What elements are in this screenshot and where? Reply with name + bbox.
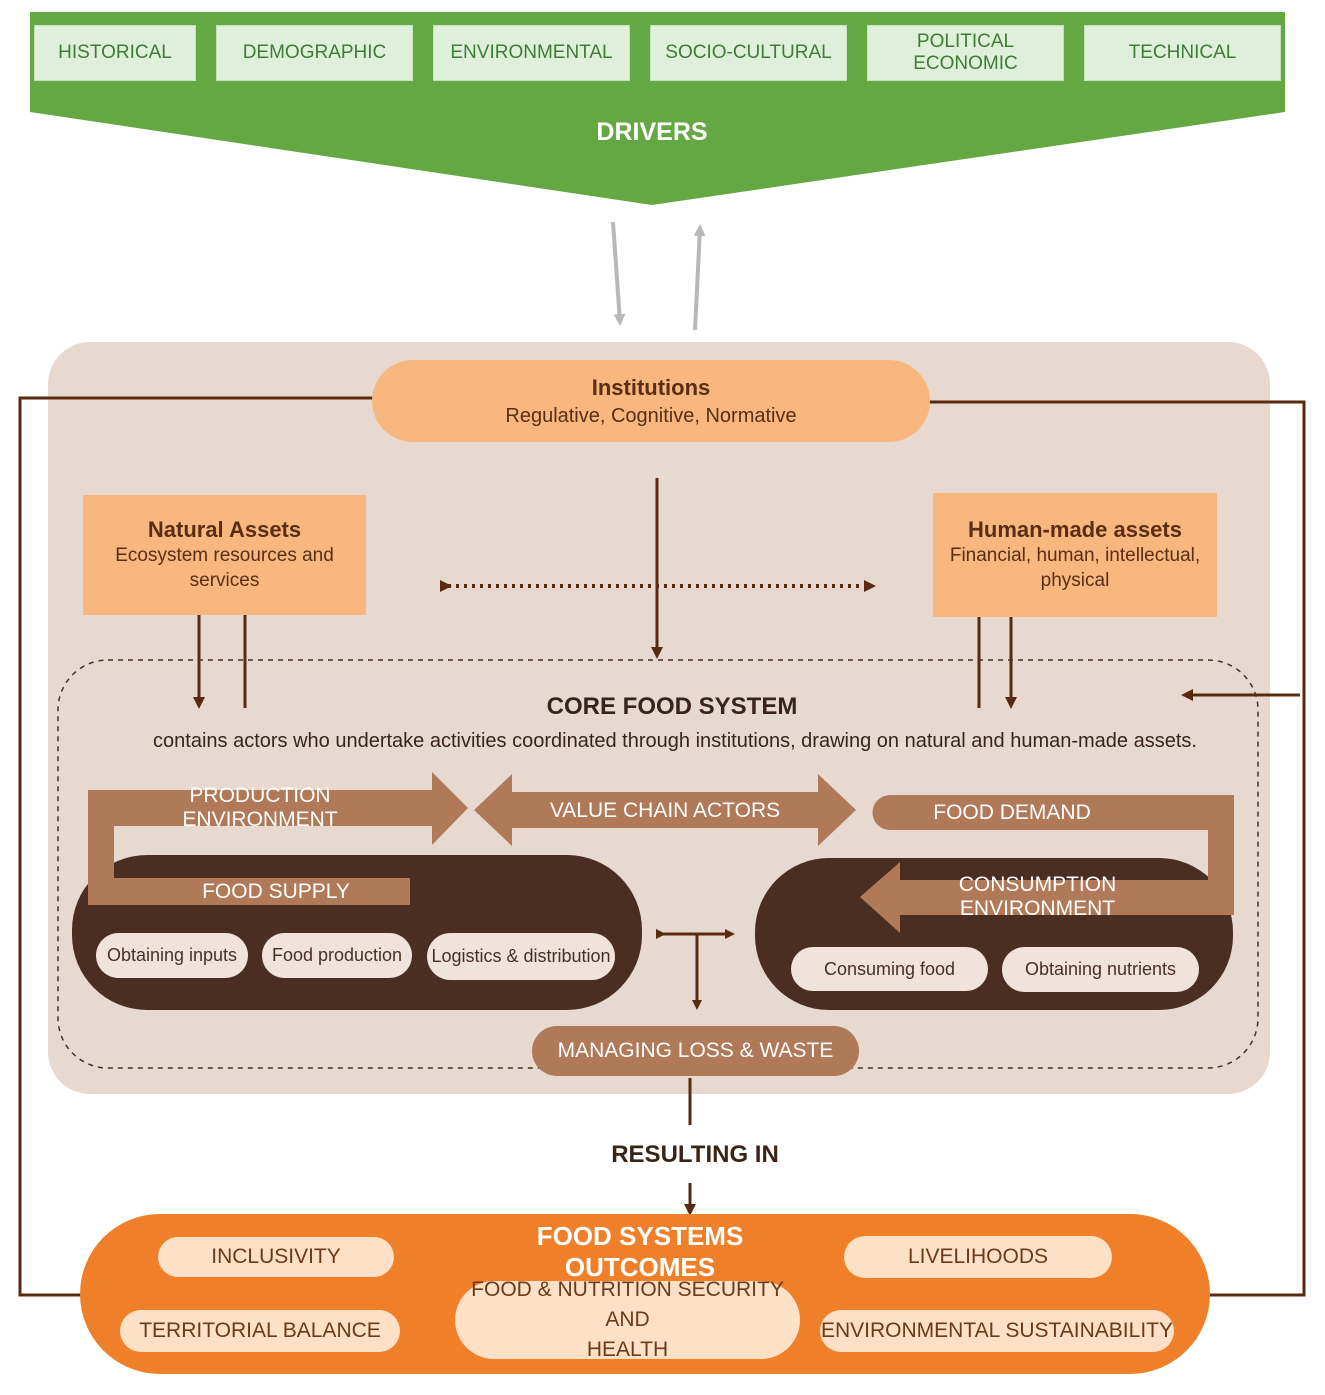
driver-up-arrow [693,224,706,331]
institutions-box: Institutions Regulative, Cognitive, Norm… [372,360,930,442]
outcome-inclusivity: INCLUSIVITY [158,1237,394,1277]
natural-assets-box: Natural Assets Ecosystem resources and s… [83,495,366,615]
outcome-livelihoods: LIVELIHOODS [844,1236,1112,1278]
outcome-environmental-sustainability: ENVIRONMENTAL SUSTAINABILITY [820,1310,1174,1352]
human-assets-subtitle-2: physical [1040,570,1110,591]
consumption-environment-label: CONSUMPTION ENVIRONMENT [958,873,1117,920]
activity-obtaining-nutrients: Obtaining nutrients [1002,947,1199,992]
resulting-in-label: RESULTING IN [611,1141,779,1168]
driver-technical: TECHNICAL [1084,25,1281,81]
driver-historical: HISTORICAL [34,25,196,81]
feedback-right-line [870,396,1306,1297]
food-demand-band [860,795,1234,933]
natural-assets-subtitle: Ecosystem resources and services [115,545,334,591]
human-assets-title: Human-made assets [968,517,1182,542]
value-chain-double-arrow [474,774,856,846]
value-chain-actors-label: VALUE CHAIN ACTORS [549,799,781,822]
activity-logistics-distribution: Logistics & distribution [427,933,615,980]
outcomes-title: FOOD SYSTEMS OUTCOMES [536,1221,744,1282]
core-food-system-title: CORE FOOD SYSTEM [546,693,798,720]
managing-loss-waste: MANAGING LOSS & WASTE [532,1026,859,1076]
driver-environmental: ENVIRONMENTAL [433,25,630,81]
outcome-food-nutrition-security: FOOD & NUTRITION SECURITY AND HEALTH [455,1278,800,1361]
human-assets-box: Human-made assets Financial, human, inte… [933,493,1217,617]
human-assets-subtitle-1: Financial, human, intellectual, [949,545,1201,566]
driver-political-economic: POLITICAL ECONOMIC [867,25,1064,81]
feedback-left-line [18,396,452,1301]
driver-down-arrow [611,221,626,326]
natural-assets-title: Natural Assets [147,517,302,542]
food-demand-label: FOOD DEMAND [933,801,1091,824]
outcome-territorial-balance: TERRITORIAL BALANCE [120,1310,400,1352]
core-food-system-subtitle: contains actors who undertake activities… [153,729,1197,752]
food-supply-band-end [380,878,410,905]
production-environment-label: PRODUCTION ENVIRONMENT [182,784,338,831]
outcome-fns-line1: FOOD & NUTRITION SECURITY AND [471,1278,784,1331]
institutions-subtitle: Regulative, Cognitive, Normative [505,404,797,427]
driver-demographic: DEMOGRAPHIC [216,25,413,81]
activity-obtaining-inputs: Obtaining inputs [96,933,248,978]
production-environment-band [88,772,468,905]
institutions-title: Institutions [591,374,711,400]
activity-food-production: Food production [262,933,412,978]
driver-socio-cultural: SOCIO-CULTURAL [650,25,847,81]
activity-consuming-food: Consuming food [791,947,988,991]
outcome-fns-line2: HEALTH [586,1338,669,1361]
food-supply-label: FOOD SUPPLY [202,880,350,903]
drivers-label: DRIVERS [596,117,708,146]
